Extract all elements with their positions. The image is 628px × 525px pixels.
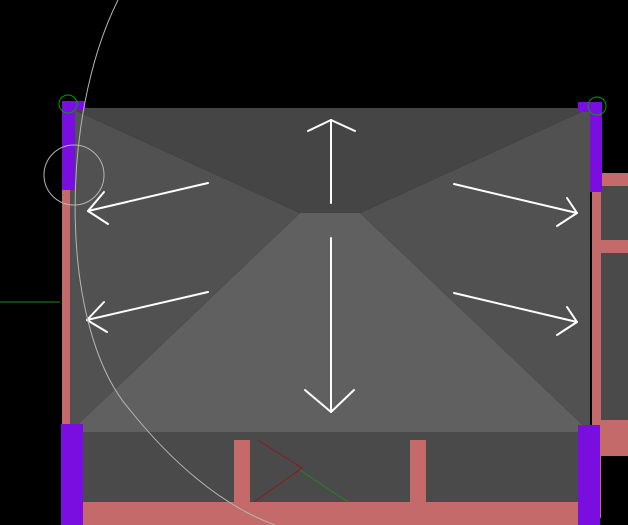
slope-arrow-right-top xyxy=(453,183,578,227)
roof-plane-right[interactable] xyxy=(360,108,590,432)
slope-arrow-up xyxy=(307,119,356,204)
wall-left[interactable] xyxy=(62,108,72,508)
slope-arrow-left-top xyxy=(87,182,209,225)
wall-group xyxy=(62,108,628,525)
green-dimension-line[interactable] xyxy=(299,469,349,503)
wall-partition-1[interactable] xyxy=(234,440,250,504)
grip-top-right[interactable] xyxy=(587,96,607,116)
wall-bottom[interactable] xyxy=(62,502,600,525)
right-room-floor xyxy=(600,185,628,425)
door-swing-symbol[interactable] xyxy=(253,439,303,503)
pick-box-circle[interactable] xyxy=(43,144,105,206)
slope-arrow-right-bottom xyxy=(453,292,578,336)
wall-right-stub-top[interactable] xyxy=(600,173,628,186)
column-top-right-cap[interactable] xyxy=(578,102,602,112)
grip-top-left[interactable] xyxy=(58,94,78,114)
wall-right-stub-bottom[interactable] xyxy=(600,420,628,456)
column-top-left[interactable] xyxy=(62,103,75,190)
wall-right[interactable] xyxy=(592,108,601,518)
snap-guide-arc xyxy=(74,0,276,525)
slope-arrows xyxy=(86,119,578,413)
grip-markers xyxy=(58,94,607,116)
roof-plane-left[interactable] xyxy=(70,108,300,432)
wall-right-stub-mid[interactable] xyxy=(600,240,628,253)
wall-partition-2[interactable] xyxy=(410,440,426,504)
column-bottom-left[interactable] xyxy=(61,424,83,525)
floor-area xyxy=(72,432,582,504)
slope-arrow-down xyxy=(304,237,355,413)
column-bottom-right[interactable] xyxy=(578,425,600,525)
slope-arrow-left-bottom xyxy=(86,291,209,333)
column-top-left-cap[interactable] xyxy=(62,101,85,110)
columns xyxy=(61,101,602,525)
column-top-right[interactable] xyxy=(590,106,602,192)
